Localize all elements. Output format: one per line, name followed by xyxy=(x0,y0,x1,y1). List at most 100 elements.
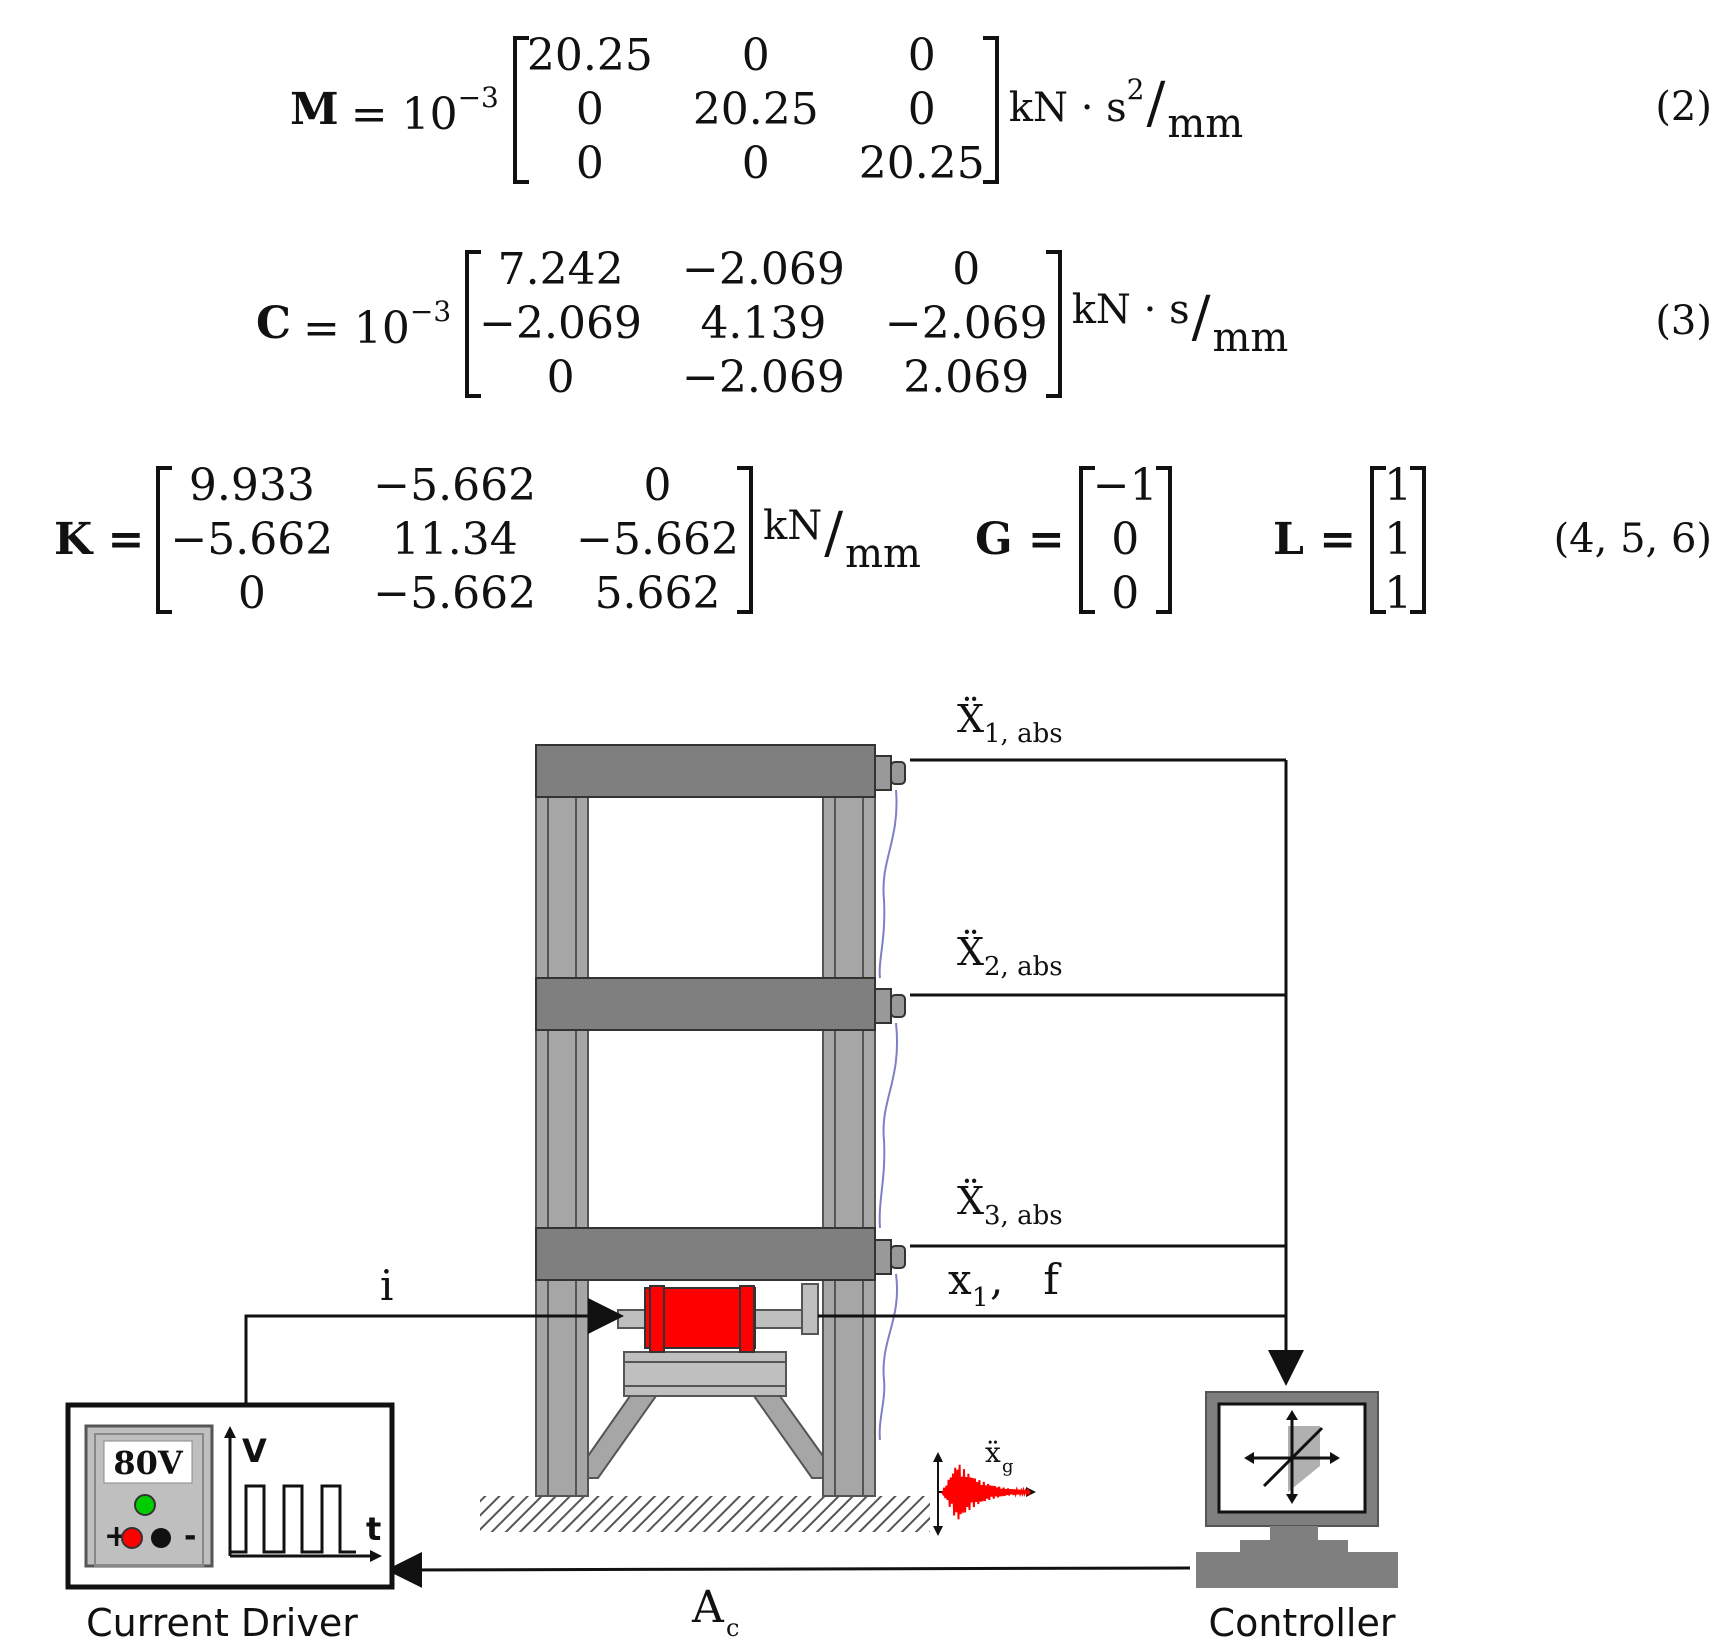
equation-stiffness-matrix: K = 9.933 −5.662 0 −5.662 11.34 −5.662 0… xyxy=(54,462,921,618)
matrix-cell: 0 xyxy=(575,84,604,135)
equation-damping-matrix: C = 10−3 7.242 −2.069 0 −2.069 4.139 −2.… xyxy=(256,246,1288,402)
vector-cell: 1 xyxy=(1384,568,1413,619)
svg-text:3, abs: 3, abs xyxy=(984,1201,1063,1231)
accelerometer-icon xyxy=(874,755,906,791)
equation-l-vector: L = 1 1 1 xyxy=(1273,462,1427,618)
ground-acceleration-wave xyxy=(941,1464,1031,1520)
matrix-cell: 4.139 xyxy=(700,298,827,349)
svg-text:x: x xyxy=(948,1255,972,1304)
equation-number-3: (3) xyxy=(1655,298,1712,344)
matrix-cell: 0 xyxy=(741,138,770,189)
stiffness-matrix: 9.933 −5.662 0 −5.662 11.34 −5.662 0 −5.… xyxy=(156,462,753,618)
mass-factor: = 10−3 xyxy=(350,80,499,140)
stiffness-unit: kN / mm xyxy=(762,501,921,577)
matrix-cell: 0 xyxy=(907,84,936,135)
mass-matrix: 20.25 0 0 0 20.25 0 0 0 20.25 xyxy=(512,32,999,188)
positive-terminal-icon xyxy=(121,1527,143,1549)
g-symbol: G = xyxy=(975,514,1065,565)
damping-symbol: C xyxy=(256,298,292,349)
mass-unit: kN · s2 / mm xyxy=(1008,71,1244,147)
stiffness-symbol: K = xyxy=(54,514,145,565)
svg-text:A: A xyxy=(691,1582,725,1633)
frame-columns xyxy=(535,744,876,1497)
matrix-cell: 20.25 xyxy=(526,30,653,81)
matrix-cell: −5.662 xyxy=(170,514,334,565)
current-driver-label: Current Driver xyxy=(86,1601,358,1645)
svg-text:Ẍ: Ẍ xyxy=(957,697,984,741)
svg-text:g: g xyxy=(1002,1456,1014,1477)
svg-text:1: 1 xyxy=(972,1283,989,1313)
pulse-waveform xyxy=(230,1484,356,1554)
equation-number-456: (4, 5, 6) xyxy=(1553,516,1712,562)
power-led-icon xyxy=(134,1494,156,1516)
label-current-i: i xyxy=(380,1261,393,1310)
axis-v-label: V xyxy=(242,1432,267,1470)
equation-mass-matrix: M = 10−3 20.25 0 0 0 20.25 0 0 0 20.25 k… xyxy=(290,32,1243,188)
damping-factor: = 10−3 xyxy=(303,294,452,354)
ground-motion-signal: ẍ g xyxy=(933,1436,1036,1536)
chevron-brace xyxy=(587,1351,824,1479)
controller-label: Controller xyxy=(1209,1601,1396,1645)
mass-matrix-grid: 20.25 0 0 0 20.25 0 0 0 20.25 xyxy=(527,32,985,188)
ground-hatch xyxy=(480,1496,930,1532)
svg-text:Ẍ: Ẍ xyxy=(957,930,984,974)
axis-t-label: t xyxy=(366,1510,381,1548)
equation-g-vector: G = −1 0 0 xyxy=(975,462,1172,618)
negative-terminal-icon xyxy=(151,1528,171,1548)
matrix-cell: 0 xyxy=(643,460,672,511)
matrix-cell: 0 xyxy=(546,352,575,403)
matrix-cell: 20.25 xyxy=(858,138,985,189)
damping-unit: kN · s / mm xyxy=(1071,285,1289,361)
matrix-cell: 0 xyxy=(575,138,604,189)
vector-cell: 1 xyxy=(1384,514,1413,565)
accelerometer-icon xyxy=(874,988,906,1024)
slab-floor-3 xyxy=(535,1227,876,1281)
matrix-cell: 0 xyxy=(741,30,770,81)
sensor-cable xyxy=(878,789,898,979)
svg-text:ẍ: ẍ xyxy=(985,1436,1001,1469)
matrix-cell: −2.069 xyxy=(884,298,1048,349)
slab-floor-1 xyxy=(535,744,876,798)
vector-cell: 1 xyxy=(1384,460,1413,511)
matrix-cell: −2.069 xyxy=(479,298,642,349)
label-x1-abs: Ẍ 1, abs xyxy=(957,697,1063,749)
right-column xyxy=(822,744,876,1497)
damping-matrix: 7.242 −2.069 0 −2.069 4.139 −2.069 0 −2.… xyxy=(465,246,1062,402)
left-column xyxy=(535,744,589,1497)
matrix-cell: −2.069 xyxy=(682,352,845,403)
vector-cell: 0 xyxy=(1111,568,1140,619)
matrix-cell: 20.25 xyxy=(692,84,819,135)
matrix-cell: 11.34 xyxy=(391,514,518,565)
stiffness-matrix-grid: 9.933 −5.662 0 −5.662 11.34 −5.662 0 −5.… xyxy=(170,462,739,618)
mass-symbol: M xyxy=(290,84,339,135)
g-vector: −1 0 0 xyxy=(1078,462,1172,619)
matrix-cell: 9.933 xyxy=(188,460,315,511)
l-vector-grid: 1 1 1 xyxy=(1384,462,1412,618)
matrix-cell: 2.069 xyxy=(903,352,1030,403)
sensor-cable xyxy=(878,1273,898,1441)
matrix-cell: 0 xyxy=(952,244,981,295)
mr-damper xyxy=(617,1283,819,1353)
matrix-cell: 0 xyxy=(907,30,936,81)
matrix-cell: 5.662 xyxy=(594,568,721,619)
svg-text:c: c xyxy=(726,1614,739,1642)
label-ac: A c xyxy=(691,1582,739,1642)
label-x1-f: x 1 , f xyxy=(948,1255,1062,1313)
l-vector: 1 1 1 xyxy=(1370,462,1427,618)
current-driver: 80V + - V t xyxy=(65,1402,395,1590)
matrix-cell: 0 xyxy=(237,568,266,619)
matrix-cell: −5.662 xyxy=(576,514,739,565)
matrix-cell: −5.662 xyxy=(373,568,537,619)
signal-lines xyxy=(244,758,1304,1588)
svg-text:, f: , f xyxy=(990,1255,1062,1304)
damping-matrix-grid: 7.242 −2.069 0 −2.069 4.139 −2.069 0 −2.… xyxy=(479,246,1048,402)
matrix-cell: −5.662 xyxy=(373,460,537,511)
controller-computer-icon xyxy=(1196,1391,1398,1588)
l-symbol: L = xyxy=(1273,514,1357,565)
matrix-cell: −2.069 xyxy=(682,244,845,295)
label-x2-abs: Ẍ 2, abs xyxy=(957,930,1063,982)
accelerometer-icon xyxy=(874,1239,906,1275)
voltage-display: 80V xyxy=(113,1444,184,1482)
svg-text:Ẍ: Ẍ xyxy=(957,1179,984,1223)
